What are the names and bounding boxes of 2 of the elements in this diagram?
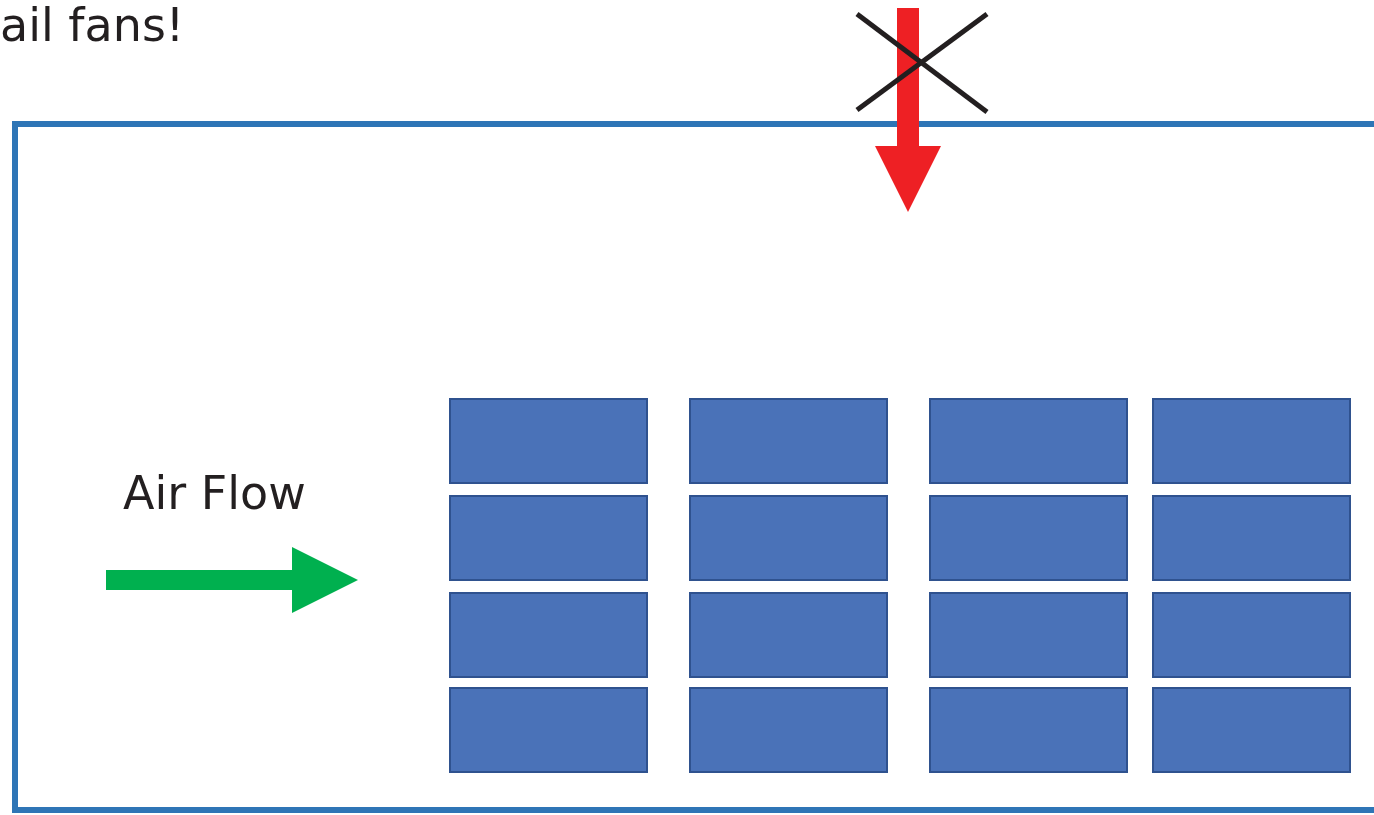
flow-label: Air Flow [123,470,306,516]
heading-text: ail fans! [0,2,185,48]
